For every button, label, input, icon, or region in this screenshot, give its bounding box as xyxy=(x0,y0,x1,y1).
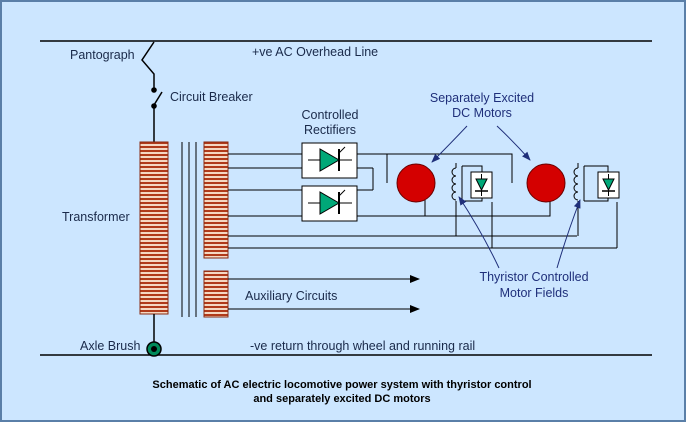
diagram-caption: Schematic of AC electric locomotive powe… xyxy=(132,378,552,406)
field-thyristor-2 xyxy=(597,171,620,199)
circuit-breaker-contact-top xyxy=(151,87,157,93)
field-pointer-arrow-1 xyxy=(458,196,500,269)
field-thyristor-1 xyxy=(470,171,493,199)
motor-pointer-arrow-2 xyxy=(496,125,531,161)
motors-label-line1: Separately Excited xyxy=(429,91,535,105)
pantograph-arm xyxy=(141,41,155,88)
auxiliary-circuits-label: Auxiliary Circuits xyxy=(245,289,338,303)
dc-motor-2 xyxy=(526,163,566,203)
rectifier-lower xyxy=(301,185,358,222)
caption-line1: Schematic of AC electric locomotive powe… xyxy=(152,379,532,391)
controlled-rectifiers-label-line2: Rectifiers xyxy=(303,123,357,137)
axle-brush-center xyxy=(151,346,157,352)
motor-field-coil-2 xyxy=(573,163,609,202)
return-path-label: -ve return through wheel and running rai… xyxy=(250,339,476,353)
axle-brush-label: Axle Brush xyxy=(80,339,141,353)
rectifier-input-wiring xyxy=(228,153,302,217)
transformer-secondary-traction xyxy=(203,141,229,259)
motor-fields-label-line1: Thyristor Controlled xyxy=(479,270,589,284)
circuit-breaker-contact-bottom xyxy=(151,103,157,109)
rectifier-upper xyxy=(301,142,358,179)
transformer-primary xyxy=(139,141,169,315)
motor-fields-label-line2: Motor Fields xyxy=(499,286,569,300)
dc-motor-1 xyxy=(396,163,436,203)
circuit-breaker-label: Circuit Breaker xyxy=(170,90,253,104)
motor-field-coil-1 xyxy=(451,163,483,202)
pantograph-label: Pantograph xyxy=(70,48,135,62)
field-pointer-arrow-2 xyxy=(556,199,581,269)
transformer-label: Transformer xyxy=(62,210,130,224)
motors-label-line2: DC Motors xyxy=(452,106,512,120)
circuit-breaker-switch xyxy=(153,91,163,106)
controlled-rectifiers-label-line1: Controlled xyxy=(301,108,359,122)
transformer-secondary-auxiliary xyxy=(203,270,229,318)
motor-pointer-arrow-1 xyxy=(431,125,468,163)
dc-bus-wiring xyxy=(228,153,618,249)
overhead-line-label: +ve AC Overhead Line xyxy=(252,45,379,59)
caption-line2: and separately excited DC motors xyxy=(253,393,431,405)
